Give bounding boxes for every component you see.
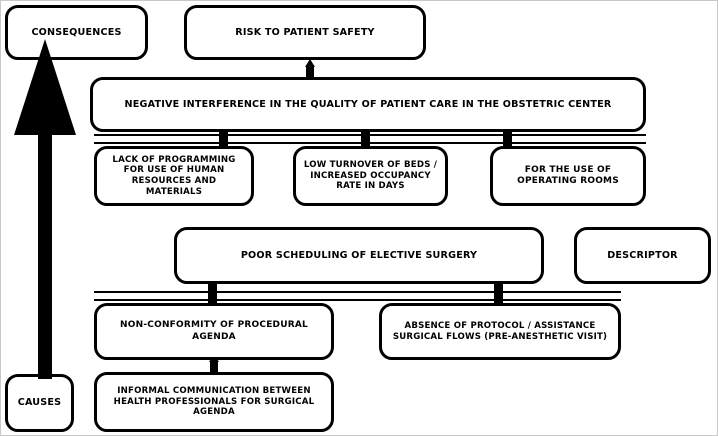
node-descriptor[interactable]: DESCRIPTOR	[574, 227, 711, 284]
node-causes-label: CAUSES	[17, 397, 62, 408]
connector-line-level-2-lower	[94, 299, 621, 301]
node-low-turnover-of-beds-label: LOW TURNOVER OF BEDS / INCREASED OCCUPAN…	[303, 159, 438, 192]
arrow-absence-protocol-shaft	[494, 279, 503, 309]
arrow-informal-communication-shaft	[210, 361, 218, 375]
node-causes[interactable]: CAUSES	[5, 374, 74, 432]
node-low-turnover-of-beds[interactable]: LOW TURNOVER OF BEDS / INCREASED OCCUPAN…	[293, 146, 448, 206]
node-absence-of-protocol-label: ABSENCE OF PROTOCOL / ASSISTANCE SURGICA…	[392, 320, 608, 342]
node-absence-of-protocol[interactable]: ABSENCE OF PROTOCOL / ASSISTANCE SURGICA…	[379, 303, 621, 360]
node-risk-to-patient-safety-label: RISK TO PATIENT SAFETY	[235, 26, 375, 38]
connector-line-level-1	[94, 134, 646, 136]
connector-line-level-1-lower	[94, 142, 646, 144]
arrow-interference-to-risk-head	[305, 59, 315, 67]
node-operating-rooms[interactable]: FOR THE USE OF OPERATING ROOMS	[490, 146, 646, 206]
node-poor-scheduling-label: POOR SCHEDULING OF ELECTIVE SURGERY	[240, 249, 478, 261]
node-descriptor-label: DESCRIPTOR	[607, 249, 678, 261]
node-non-conformity[interactable]: NON-CONFORMITY OF PROCEDURAL AGENDA	[94, 303, 334, 360]
node-lack-of-programming-label: LACK OF PROGRAMMING FOR USE OF HUMAN RES…	[112, 154, 236, 197]
connector-line-level-2	[94, 291, 621, 293]
node-operating-rooms-label: FOR THE USE OF OPERATING ROOMS	[517, 164, 619, 186]
node-non-conformity-label: NON-CONFORMITY OF PROCEDURAL AGENDA	[120, 320, 308, 342]
node-consequences-label: CONSEQUENCES	[31, 26, 122, 38]
node-risk-to-patient-safety[interactable]: RISK TO PATIENT SAFETY	[184, 5, 426, 60]
node-negative-interference[interactable]: NEGATIVE INTERFERENCE IN THE QUALITY OF …	[90, 77, 646, 132]
node-informal-communication-label: INFORMAL COMMUNICATION BETWEEN HEALTH PR…	[113, 385, 315, 418]
causes-to-consequences-shaft	[38, 131, 52, 379]
node-negative-interference-label: NEGATIVE INTERFERENCE IN THE QUALITY OF …	[124, 98, 612, 110]
node-informal-communication[interactable]: INFORMAL COMMUNICATION BETWEEN HEALTH PR…	[94, 372, 334, 432]
arrow-operating-rooms-shaft	[503, 120, 512, 152]
arrow-lack-programming-shaft	[219, 120, 228, 152]
causes-to-consequences-arrowhead	[14, 39, 76, 135]
node-lack-of-programming[interactable]: LACK OF PROGRAMMING FOR USE OF HUMAN RES…	[94, 146, 254, 206]
arrow-low-turnover-shaft	[361, 125, 370, 152]
arrow-non-conformity-shaft	[208, 279, 217, 309]
node-poor-scheduling[interactable]: POOR SCHEDULING OF ELECTIVE SURGERY	[174, 227, 544, 284]
arrow-interference-to-risk-shaft	[306, 67, 314, 85]
